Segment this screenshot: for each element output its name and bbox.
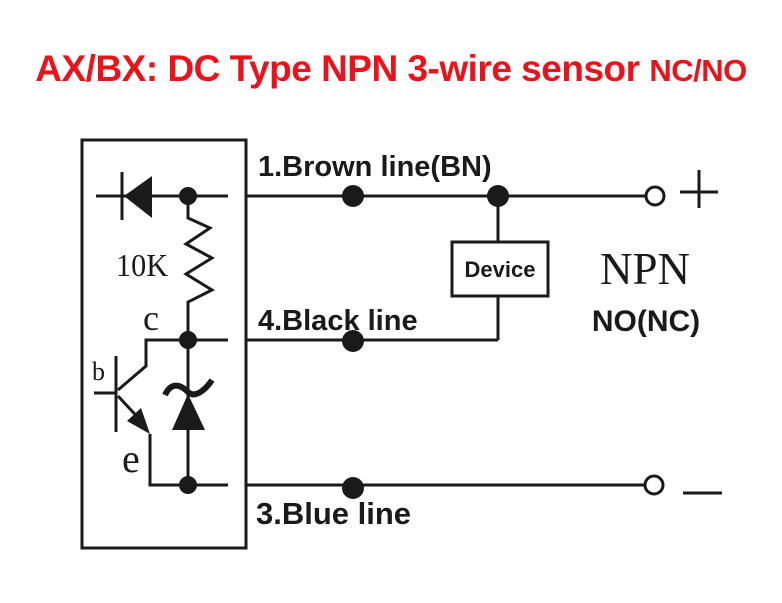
emitter-label: e [122,436,140,481]
diagram-title: AX/BX: DC Type NPN 3-wire sensor NC/NO [0,48,782,90]
mode-label: NO(NC) [592,305,700,338]
negative-terminal[interactable] [643,474,665,496]
positive-terminal[interactable] [644,185,666,207]
junction-dot [342,477,364,499]
diode-triangle [124,176,152,218]
zener-cathode [162,378,215,398]
junction-dot [342,330,364,352]
zener-triangle [172,394,205,430]
emitter-wire [148,434,228,487]
collector-label: c [143,298,159,338]
base-label: b [92,357,105,386]
device-label: Device [465,257,536,282]
title-suffix: NC/NO [649,53,747,88]
brown-line-label: 1.Brown line(BN) [258,151,492,183]
black-line-label: 4.Black line [258,305,418,337]
device-box [450,240,550,298]
junction-dot [342,185,364,207]
sensor-housing [80,138,248,550]
junction-dot [179,476,197,494]
resistor-10k [183,196,216,340]
junction-dot [487,185,509,207]
junction-dot [179,187,197,205]
title-main: AX/BX: DC Type NPN 3-wire sensor [35,48,650,89]
resistor-label: 10K [116,247,168,283]
junction-dot [179,331,197,349]
emitter-arrow [127,408,150,434]
blue-line-label: 3.Blue line [256,496,411,531]
npn-type-label: NPN [600,243,690,294]
